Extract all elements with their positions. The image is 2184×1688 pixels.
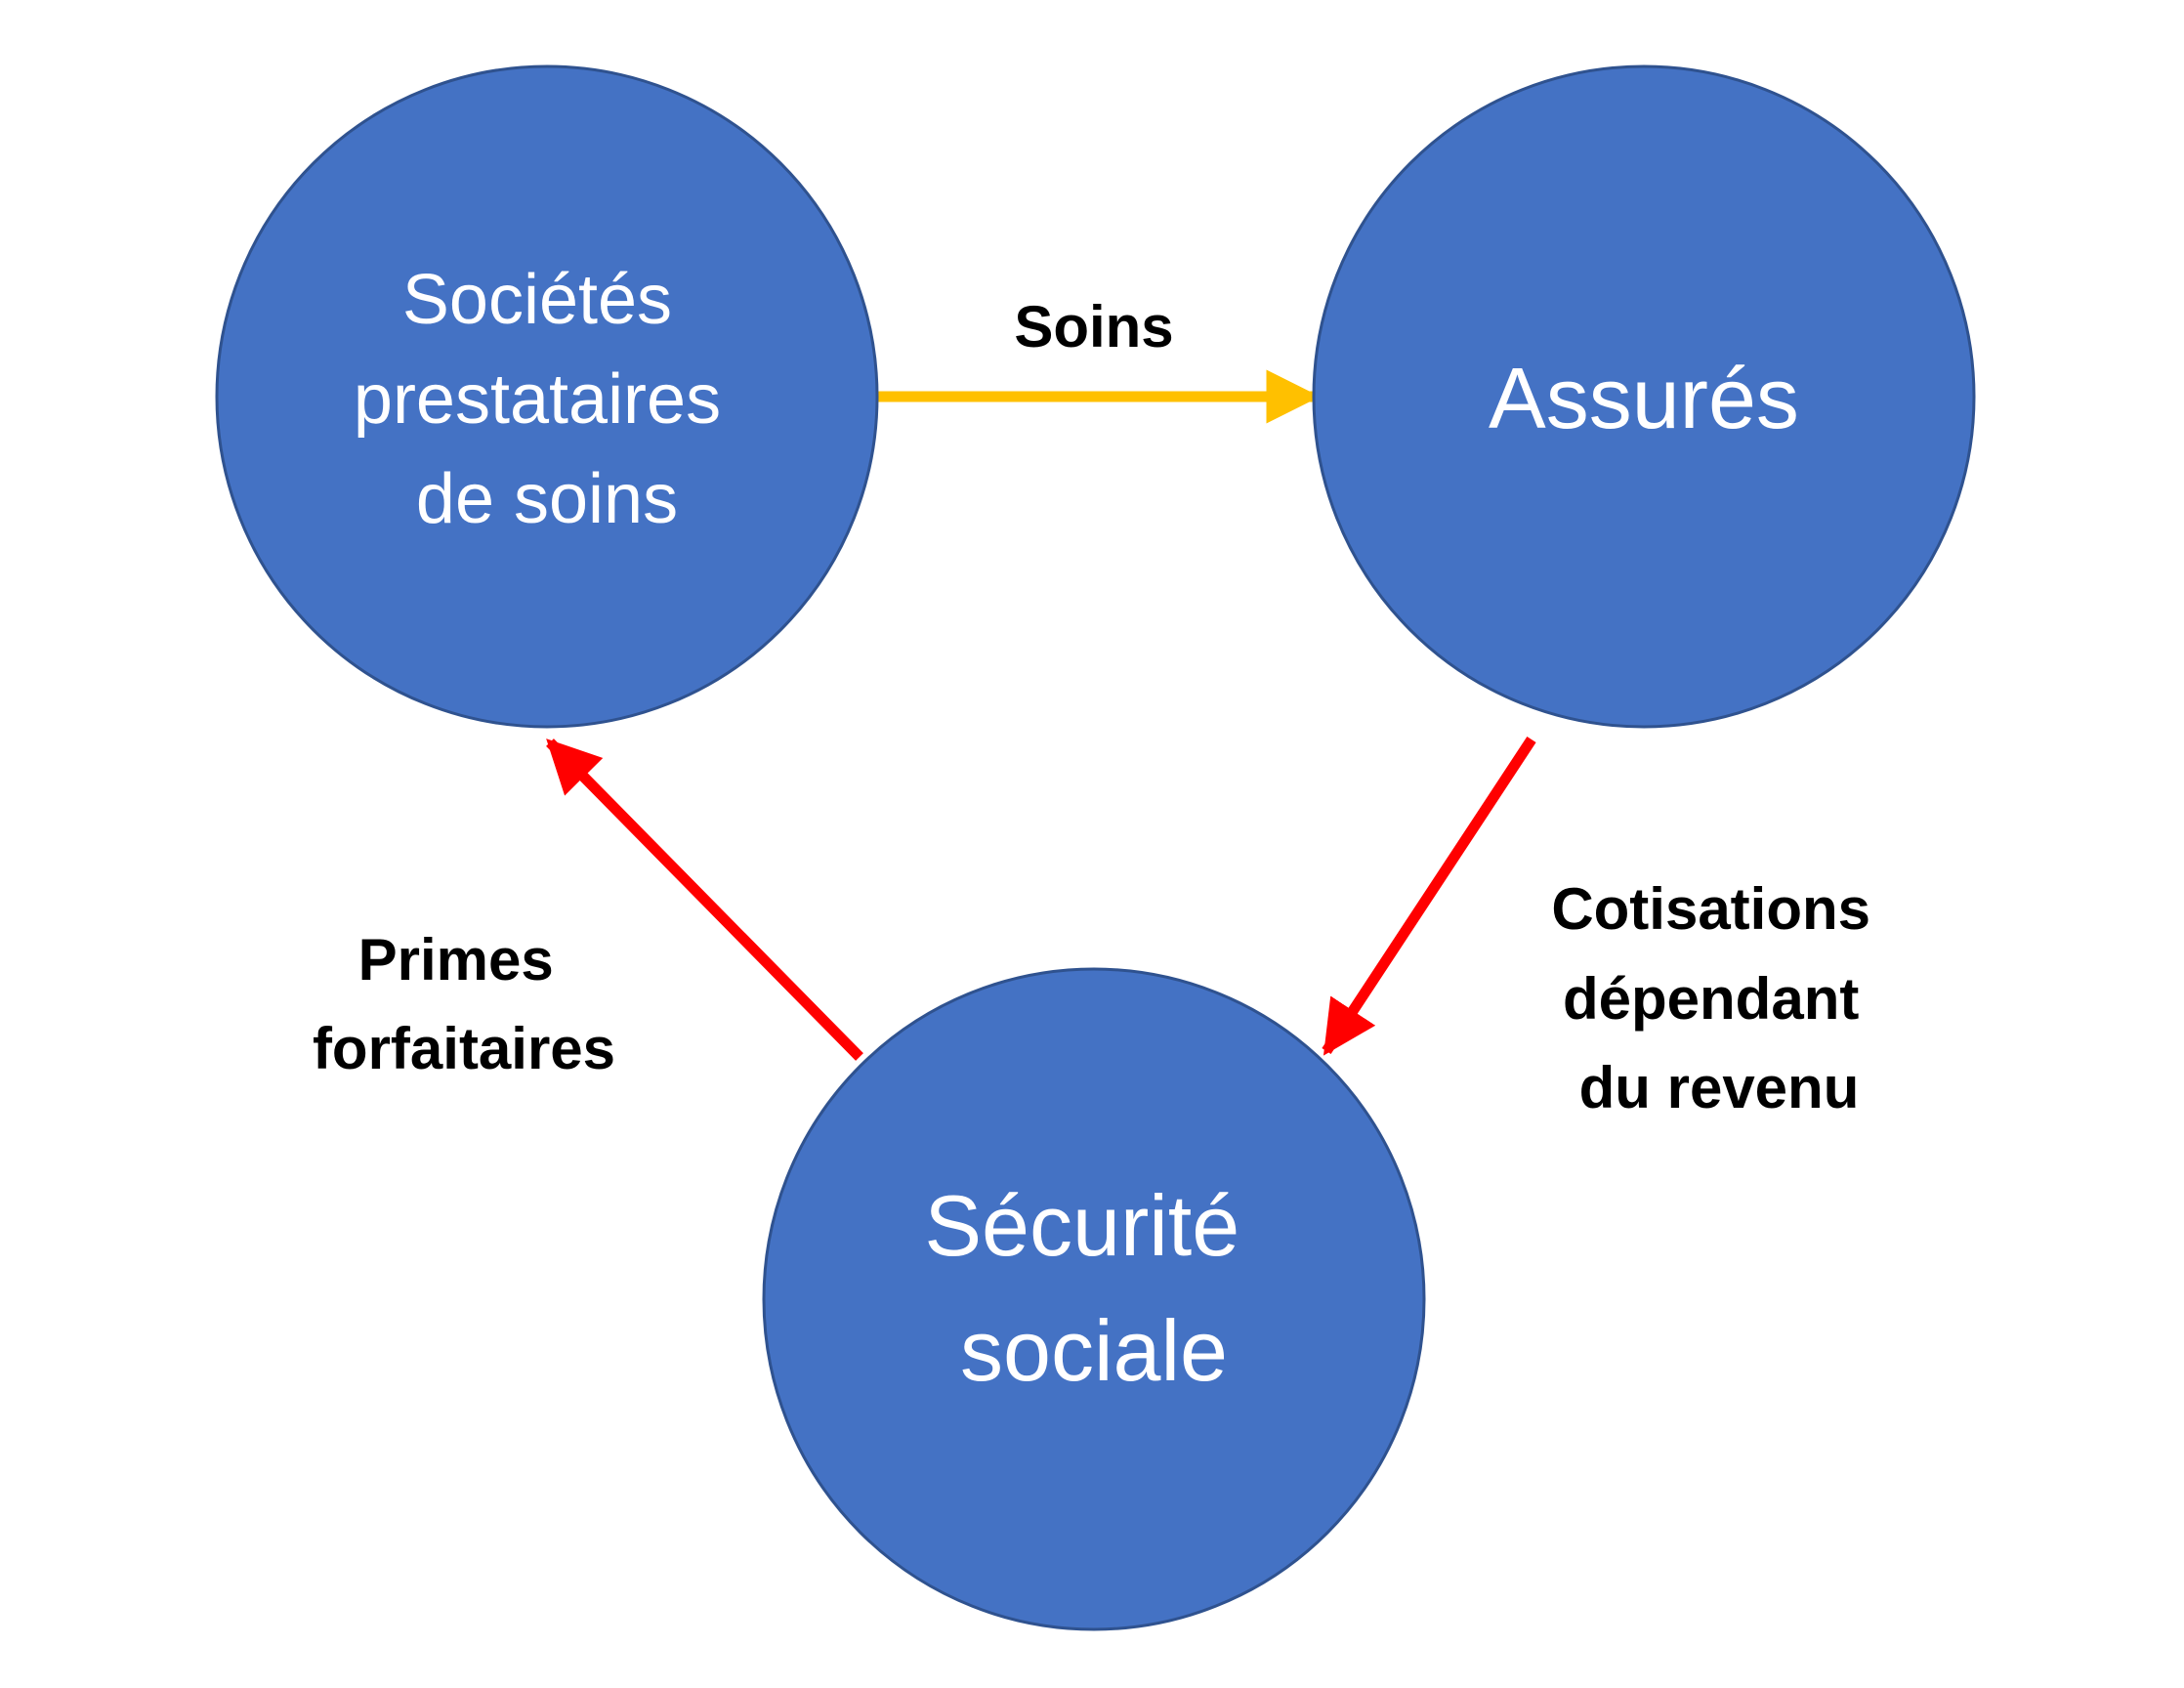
edge-premiums-line-1: Primes xyxy=(358,927,554,992)
node-insured-circle xyxy=(1312,64,1976,729)
node-providers-label: Sociétés prestataires de soins xyxy=(354,261,740,538)
edge-contributions-line-3: du revenu xyxy=(1579,1055,1860,1120)
node-providers-line-3: de soins xyxy=(416,460,678,538)
edge-contributions-label: Cotisations dépendant du revenu xyxy=(1551,876,1886,1120)
node-providers-line-2: prestataires xyxy=(354,360,721,439)
node-insured-label: Assurés xyxy=(1489,350,1799,446)
node-social-security-circle xyxy=(762,967,1426,1631)
edge-premiums-line-2: forfaitaires xyxy=(313,1016,615,1081)
edge-care-label: Soins xyxy=(1014,294,1173,359)
node-providers-line-1: Sociétés xyxy=(402,261,672,339)
node-insured: Assurés xyxy=(1312,64,1976,729)
arrow-contributions xyxy=(1322,736,1536,1056)
edge-care-line-1: Soins xyxy=(1014,294,1173,359)
edge-contributions-line-1: Cotisations xyxy=(1551,876,1870,942)
node-social-security-label: Sécurité sociale xyxy=(924,1177,1263,1399)
node-providers-circle xyxy=(215,64,879,729)
node-social-security: Sécurité sociale xyxy=(762,967,1426,1631)
node-insured-line-1: Assurés xyxy=(1489,350,1799,446)
node-social-security-line-2: sociale xyxy=(960,1302,1228,1399)
node-social-security-line-1: Sécurité xyxy=(924,1177,1239,1274)
edge-premiums-label: Primes forfaitaires xyxy=(313,927,615,1081)
arrow-premiums xyxy=(546,738,863,1061)
edge-contributions-line-2: dépendant xyxy=(1563,966,1859,1032)
node-providers: Sociétés prestataires de soins xyxy=(215,64,879,729)
